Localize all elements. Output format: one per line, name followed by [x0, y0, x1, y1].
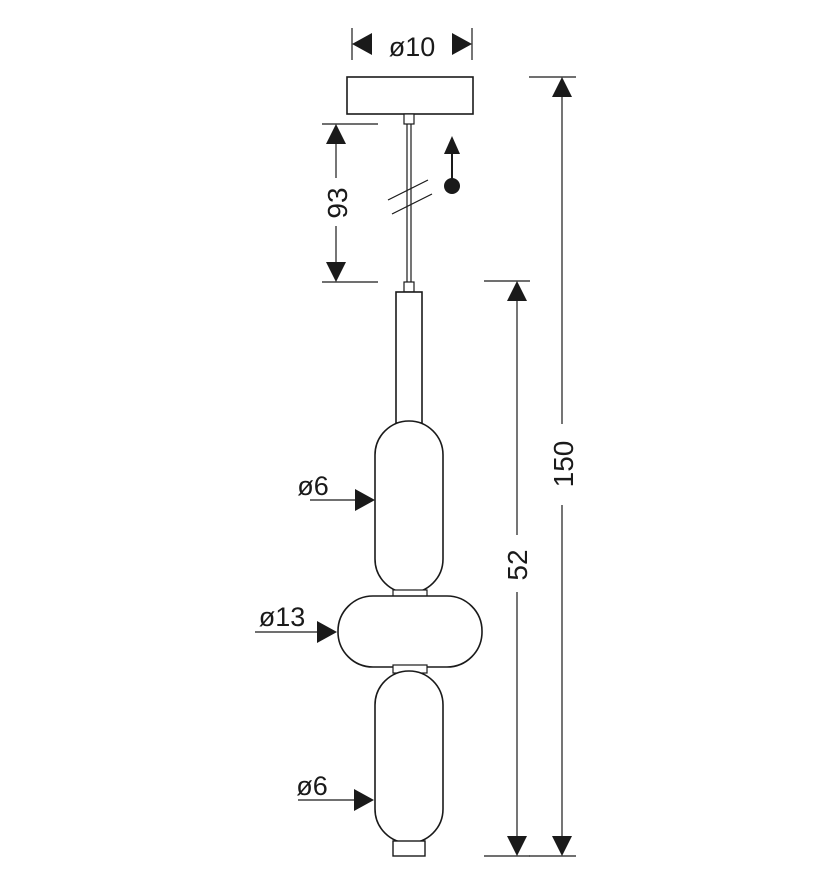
cord-break-symbol	[387, 179, 433, 215]
adjustable-height-icon	[444, 136, 460, 194]
canopy-width-dimension: ø10	[351, 28, 473, 62]
body-height-dimension: 52	[484, 280, 533, 857]
lower-shade-diameter-callout: ø6	[296, 771, 374, 811]
middle-shade-diameter-label: ø13	[259, 602, 306, 632]
cord-length-dimension: 93	[322, 123, 378, 283]
total-arrow-bottom	[552, 836, 572, 856]
canopy-arrow-right	[452, 33, 472, 55]
total-height-label: 150	[548, 441, 579, 488]
lower-shade	[374, 670, 444, 844]
cord-arrow-bottom	[326, 262, 346, 282]
total-height-dimension: 150	[529, 76, 579, 857]
middle-shade	[337, 595, 483, 668]
lamp-body	[337, 291, 483, 857]
canopy-arrow-left	[352, 33, 372, 55]
cord-length-label: 93	[322, 187, 353, 218]
body-arrow-top	[507, 281, 527, 301]
body-arrow-bottom	[507, 836, 527, 856]
ceiling-canopy	[346, 76, 474, 115]
middle-shade-diameter-callout: ø13	[255, 602, 337, 643]
body-height-label: 52	[502, 549, 533, 580]
upper-shade-diameter-callout: ø6	[297, 471, 375, 511]
upper-shade-diameter-label: ø6	[297, 471, 329, 501]
lamp-stem	[395, 291, 423, 424]
suspension-cord	[403, 113, 415, 293]
cord-arrow-top	[326, 124, 346, 144]
total-arrow-top	[552, 77, 572, 97]
canopy-diameter-label: ø10	[389, 32, 436, 62]
lower-shade-diameter-label: ø6	[296, 771, 328, 801]
bottom-cap	[392, 840, 426, 857]
upper-shade	[374, 420, 444, 594]
